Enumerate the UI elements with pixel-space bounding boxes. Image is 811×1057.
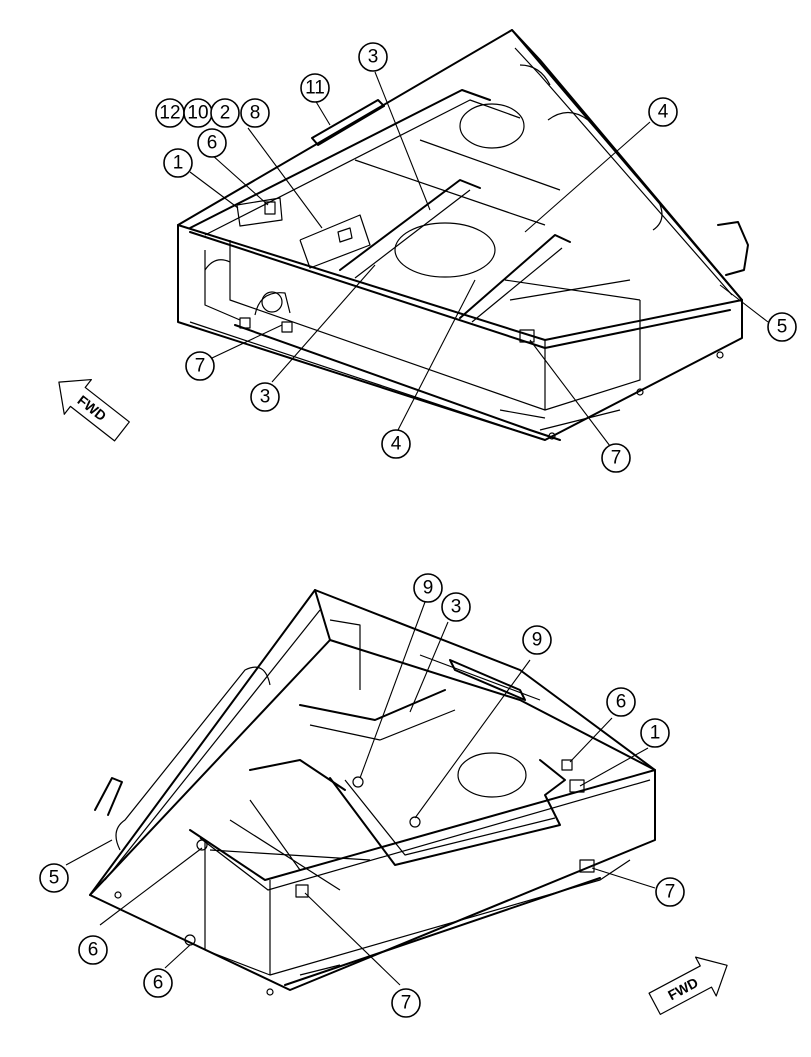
fwd-label-bottom: FWD	[665, 974, 701, 1003]
callout-3: 3	[441, 592, 471, 622]
callout-label: 4	[658, 102, 669, 123]
callout-6: 6	[143, 968, 173, 998]
callout-7: 7	[391, 988, 421, 1018]
callout-9: 9	[413, 573, 443, 603]
fwd-label-top: FWD	[75, 392, 110, 424]
callout-label: 7	[195, 356, 206, 377]
callout-label: 6	[616, 692, 627, 713]
callout-label: 1	[650, 723, 661, 744]
bottom-view	[65, 589, 656, 996]
callout-label: 3	[451, 597, 462, 618]
callout-label: 5	[49, 868, 60, 889]
callout-label: 2	[220, 103, 231, 124]
callout-3: 3	[358, 42, 388, 72]
callout-7: 7	[655, 877, 685, 907]
callouts-top: 12 10 2 8 11 3 4 6 1 5 7 3 4 7	[155, 42, 797, 473]
callout-3: 3	[250, 382, 280, 412]
callout-label: 11	[305, 78, 325, 99]
callout-5: 5	[39, 863, 69, 893]
callout-7: 7	[185, 351, 215, 381]
callout-label: 3	[368, 47, 379, 68]
fwd-arrow-bottom: FWD	[648, 956, 728, 1015]
top-view	[177, 29, 769, 447]
callout-11: 11	[300, 73, 330, 103]
callouts-bottom: 9 3 9 6 1 5 7 6 6 7	[39, 573, 685, 1018]
callout-label: 3	[260, 387, 271, 408]
callout-6: 6	[197, 128, 227, 158]
callout-label: 6	[153, 973, 164, 994]
callout-6: 6	[606, 687, 636, 717]
callout-label: 7	[665, 882, 676, 903]
callout-label: 4	[391, 434, 402, 455]
callout-5: 5	[767, 312, 797, 342]
callout-12: 12	[155, 98, 185, 128]
callout-8: 8	[240, 98, 270, 128]
fwd-arrow-top: FWD	[58, 378, 130, 442]
callout-4: 4	[648, 97, 678, 127]
callout-label: 10	[187, 103, 208, 124]
callout-label: 8	[250, 103, 261, 124]
callout-label: 12	[159, 103, 180, 124]
callout-label: 7	[611, 448, 622, 469]
callout-label: 1	[173, 153, 184, 174]
callout-4: 4	[381, 429, 411, 459]
callout-1: 1	[640, 718, 670, 748]
callout-9: 9	[522, 625, 552, 655]
callout-label: 6	[207, 133, 218, 154]
callout-label: 5	[777, 317, 788, 338]
callout-label: 9	[423, 578, 434, 599]
callout-2: 2	[210, 98, 240, 128]
callout-label: 7	[401, 993, 412, 1014]
callout-10: 10	[183, 98, 213, 128]
callout-1: 1	[163, 148, 193, 178]
callout-label: 6	[88, 940, 99, 961]
callout-6: 6	[78, 935, 108, 965]
callout-7: 7	[601, 443, 631, 473]
callout-label: 9	[532, 630, 543, 651]
